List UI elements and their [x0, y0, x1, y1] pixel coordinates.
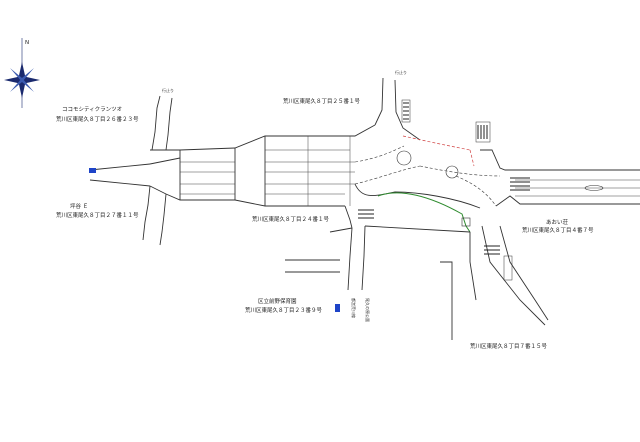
- west-road: [89, 163, 151, 187]
- label-vertical-road2: 尾久の原公園: [365, 298, 371, 322]
- label-coco: ココモシティクランツオ: [62, 106, 122, 113]
- sw-side-road: [285, 259, 340, 312]
- label-addr-24-1: 荒川区東尾久８丁目２４番１号: [252, 215, 330, 223]
- label-addr-27-11: 荒川区東尾久８丁目２７番１１号: [56, 211, 139, 219]
- label-vertical-road: 都営荒川線: [351, 298, 357, 318]
- south-road: [329, 209, 549, 340]
- crosswalk-ne: [475, 121, 491, 143]
- label-addr-23-9: 荒川区東尾久８丁目２３番９号: [245, 306, 323, 314]
- label-sign-2-1: 坪谷 Ｅ: [70, 202, 88, 210]
- nw-road: [151, 95, 173, 151]
- bus-stop-marker-south: [335, 304, 340, 312]
- label-ojou: あおい荘: [546, 218, 569, 226]
- junction: [344, 135, 501, 233]
- compass-icon: N: [4, 38, 40, 108]
- sw-road: [142, 185, 167, 246]
- label-addr-25-1: 荒川区東尾久８丁目２５番１号: [283, 97, 361, 105]
- bus-stop-marker-west: [89, 168, 96, 173]
- label-addr-4-7: 荒川区東尾久８丁目４番７号: [522, 226, 594, 234]
- north-road: [374, 77, 421, 141]
- main-corridor: [149, 124, 376, 207]
- north-label: N: [25, 40, 29, 46]
- label-addr-26-23: 荒川区東尾久８丁目２６番２３号: [56, 115, 139, 123]
- label-addr-7-15: 荒川区東尾久８丁目７番１５号: [470, 342, 548, 350]
- label-facility: 区立前野保育園: [258, 297, 297, 305]
- east-road: [480, 149, 640, 207]
- label-stop-left: 行止り: [162, 87, 174, 93]
- label-stop-top: 行止り: [395, 69, 407, 75]
